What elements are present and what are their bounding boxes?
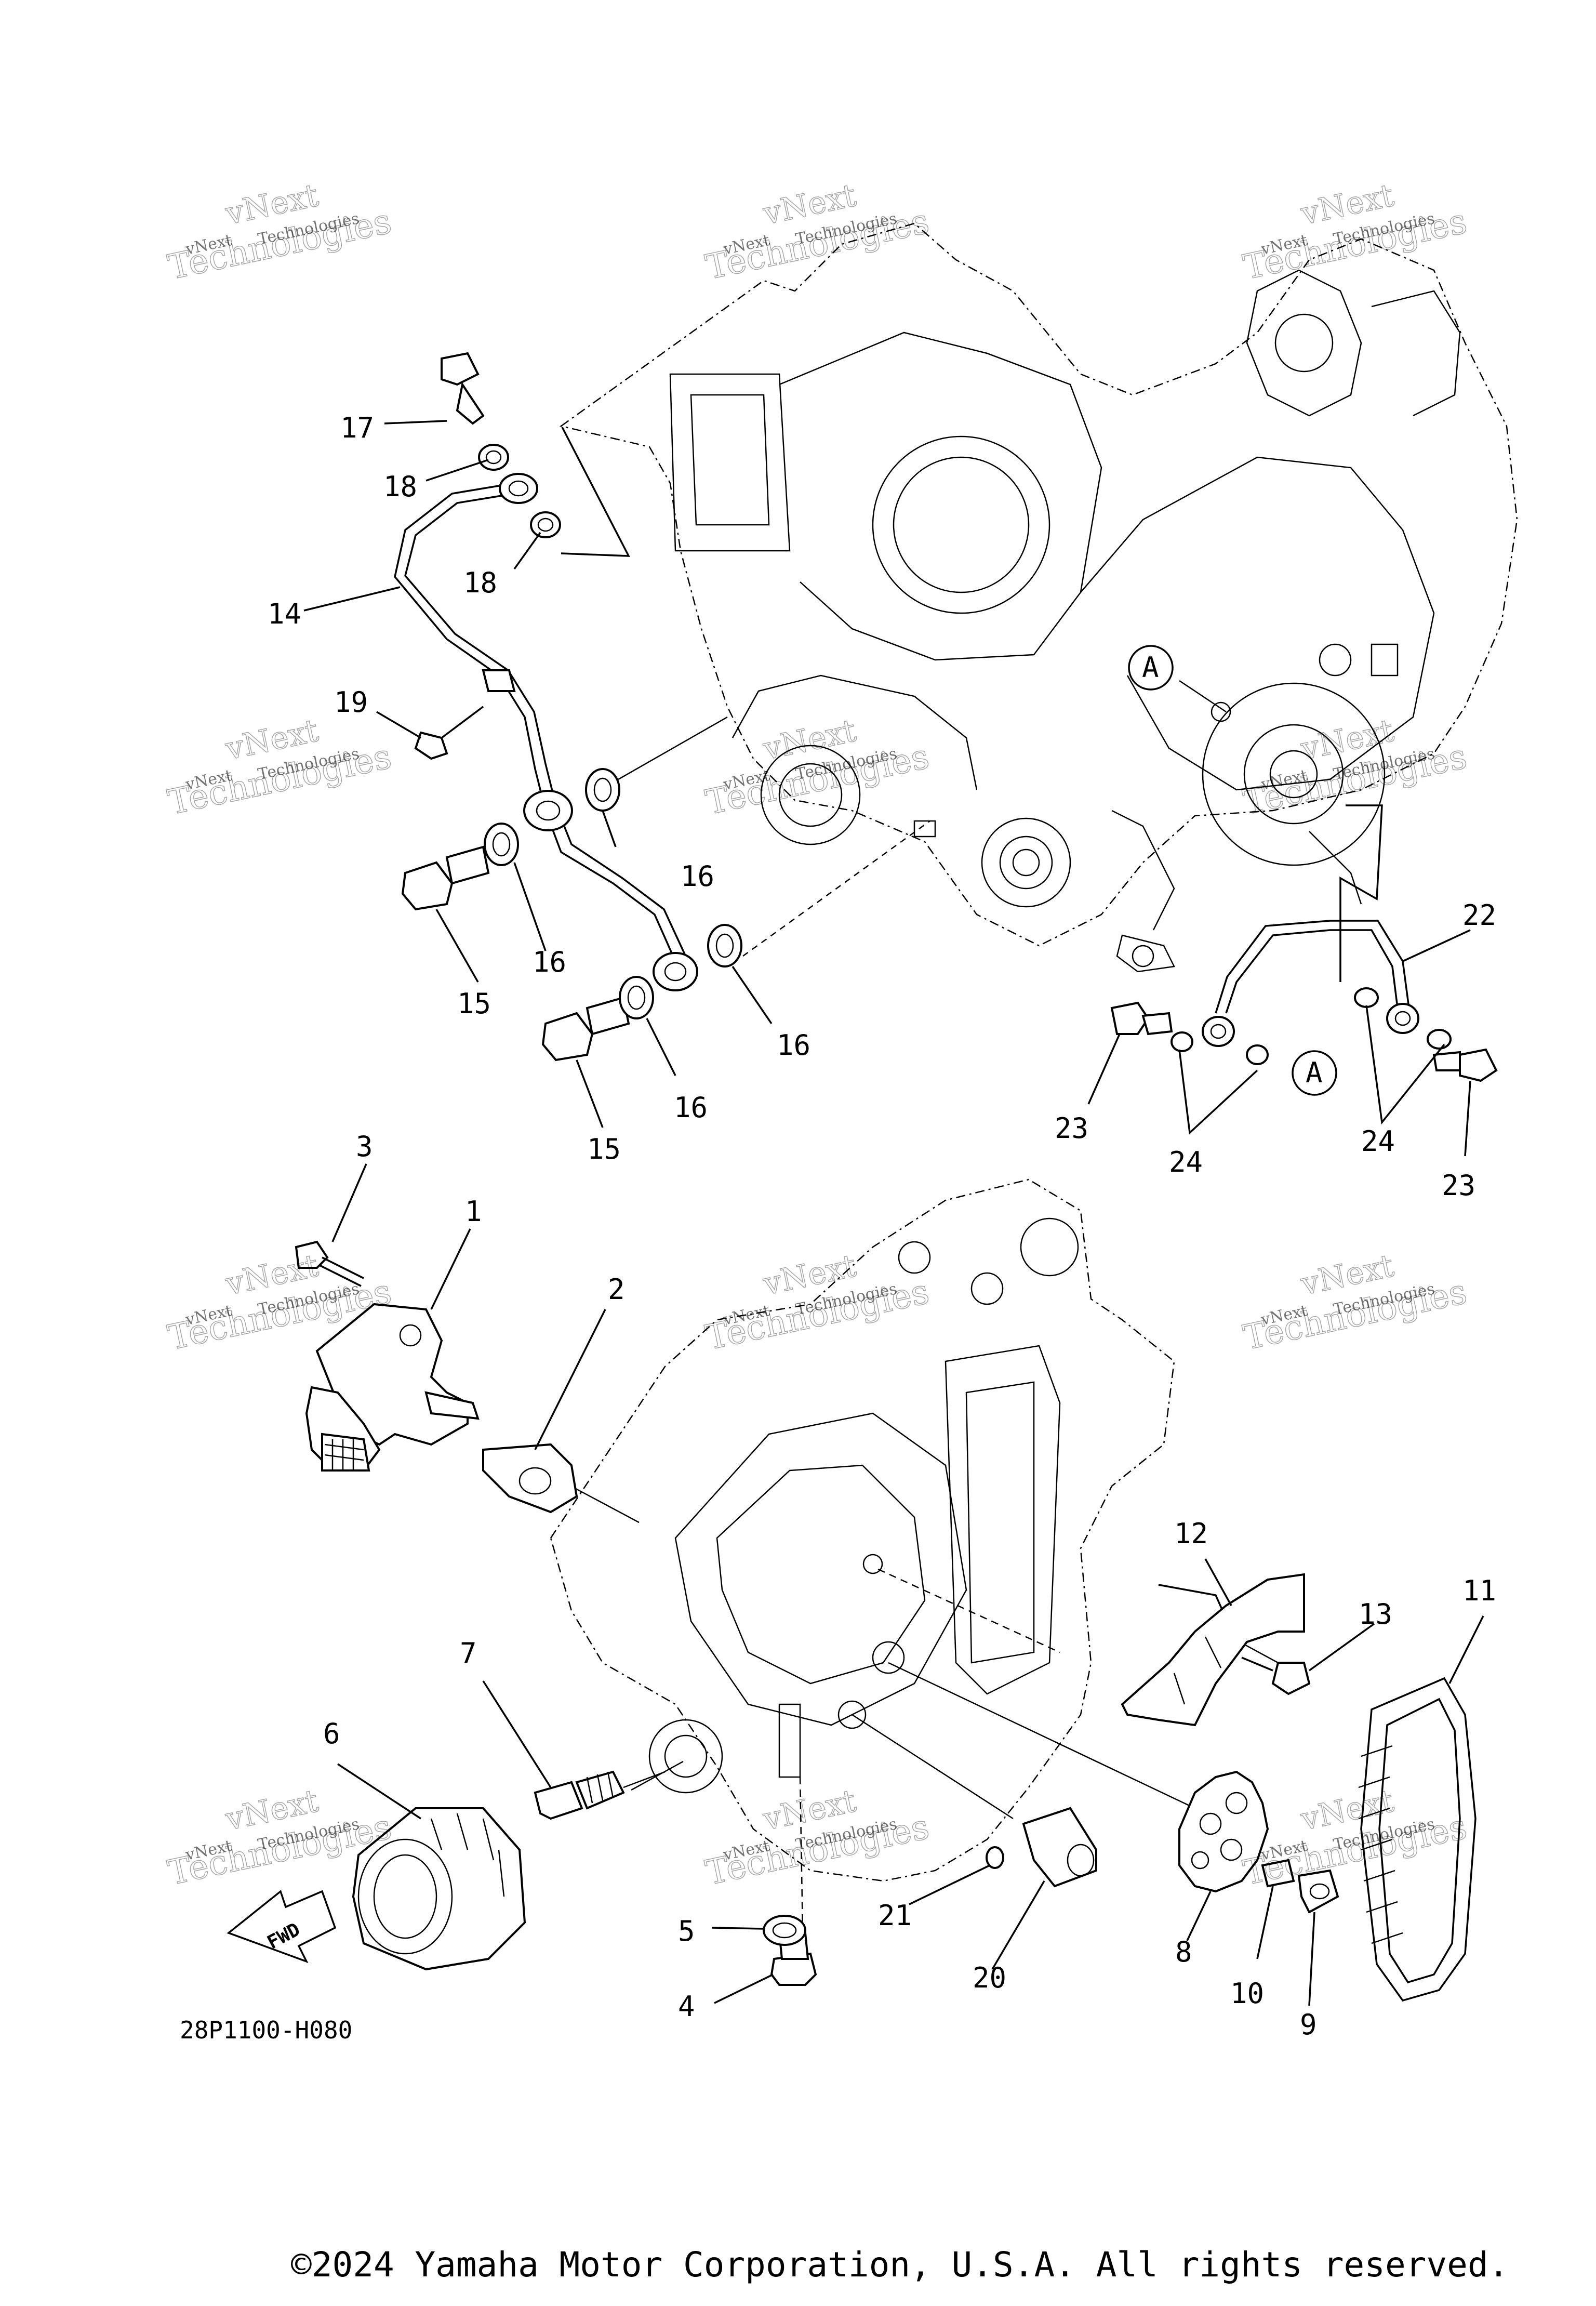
upper-leader-lines: [561, 427, 1383, 982]
drawing-code: 28P1100-H080: [180, 2016, 353, 2044]
callout-8: 8: [1175, 1936, 1192, 1968]
callout-leaders: [303, 420, 1484, 2006]
callout-17: 17: [340, 412, 374, 444]
callout-23b: 23: [1442, 1169, 1475, 1202]
bolt-13: [1241, 1656, 1311, 1695]
callout-5: 5: [678, 1915, 695, 1947]
callout-18b: 18: [463, 566, 497, 599]
bolt-17: [441, 352, 485, 425]
o-ring-21: [986, 1846, 1004, 1869]
oil-pump-1: [305, 1303, 480, 1472]
callout-12: 12: [1174, 1517, 1208, 1550]
callout-20: 20: [973, 1962, 1006, 1994]
callout-13: 13: [1359, 1598, 1392, 1631]
callout-16c: 16: [777, 1029, 810, 1062]
callout-19: 19: [334, 686, 368, 719]
nut-9: [1297, 1869, 1339, 1914]
union-bolts-15: [401, 845, 630, 1062]
fwd-arrow-icon: FWD: [227, 1890, 337, 1964]
bolt-3: [295, 1240, 364, 1287]
callout-6: 6: [323, 1717, 340, 1750]
callout-ref-a1: A: [1142, 651, 1159, 684]
callout-10: 10: [1230, 1977, 1264, 2010]
watermarks: vNext Technologies vNext Technologies vN…: [164, 177, 1471, 1893]
oil-pipe-14: [394, 473, 698, 991]
chain-11: [1358, 1677, 1477, 2002]
callout-3: 3: [356, 1130, 373, 1163]
callout-24b: 24: [1361, 1125, 1395, 1158]
sprocket-8: [1178, 1770, 1269, 1893]
callout-ref-a2: A: [1306, 1056, 1323, 1089]
callout-15a: 15: [457, 987, 491, 1020]
washers-18: [478, 444, 561, 538]
callout-16d: 16: [674, 1091, 708, 1124]
ref-a-circles: [1128, 645, 1337, 1096]
oil-pipe-22: [1110, 920, 1498, 1082]
callout-9: 9: [1300, 2008, 1317, 2041]
strainer-20: [1022, 1807, 1097, 1888]
copyright-notice: ©2024 Yamaha Motor Corporation, U.S.A. A…: [291, 2245, 1509, 2285]
callout-14: 14: [268, 598, 301, 630]
gaskets-16: [484, 768, 742, 1019]
callout-23a: 23: [1055, 1112, 1088, 1145]
callout-18a: 18: [383, 470, 417, 503]
callout-15b: 15: [587, 1133, 621, 1165]
callout-7: 7: [460, 1637, 477, 1669]
callout-16a: 16: [681, 860, 714, 893]
callout-21: 21: [878, 1899, 912, 1932]
spacer-10: [1261, 1859, 1295, 1888]
callout-4: 4: [678, 1990, 695, 2023]
callout-11: 11: [1462, 1574, 1496, 1607]
oil-filter-6: [352, 1807, 526, 1971]
callout-1: 1: [465, 1195, 482, 1228]
callout-2: 2: [608, 1273, 625, 1306]
gasket-5: [763, 1915, 806, 1946]
callout-24a: 24: [1169, 1146, 1203, 1178]
callout-22: 22: [1462, 899, 1496, 932]
upper-crankcase-assembly: [560, 222, 1518, 973]
callout-16b: 16: [533, 946, 566, 978]
chain-guide-12: [1121, 1573, 1305, 1727]
gasket-2: [482, 1443, 578, 1514]
bolt-19: [414, 706, 484, 760]
union-bolt-7: [534, 1770, 666, 1820]
callout-numbers: 17 18 18 14 19 16 16 16 16 15 15 22 23 2…: [268, 412, 1496, 2041]
lower-crankcase: [550, 1178, 1175, 1882]
